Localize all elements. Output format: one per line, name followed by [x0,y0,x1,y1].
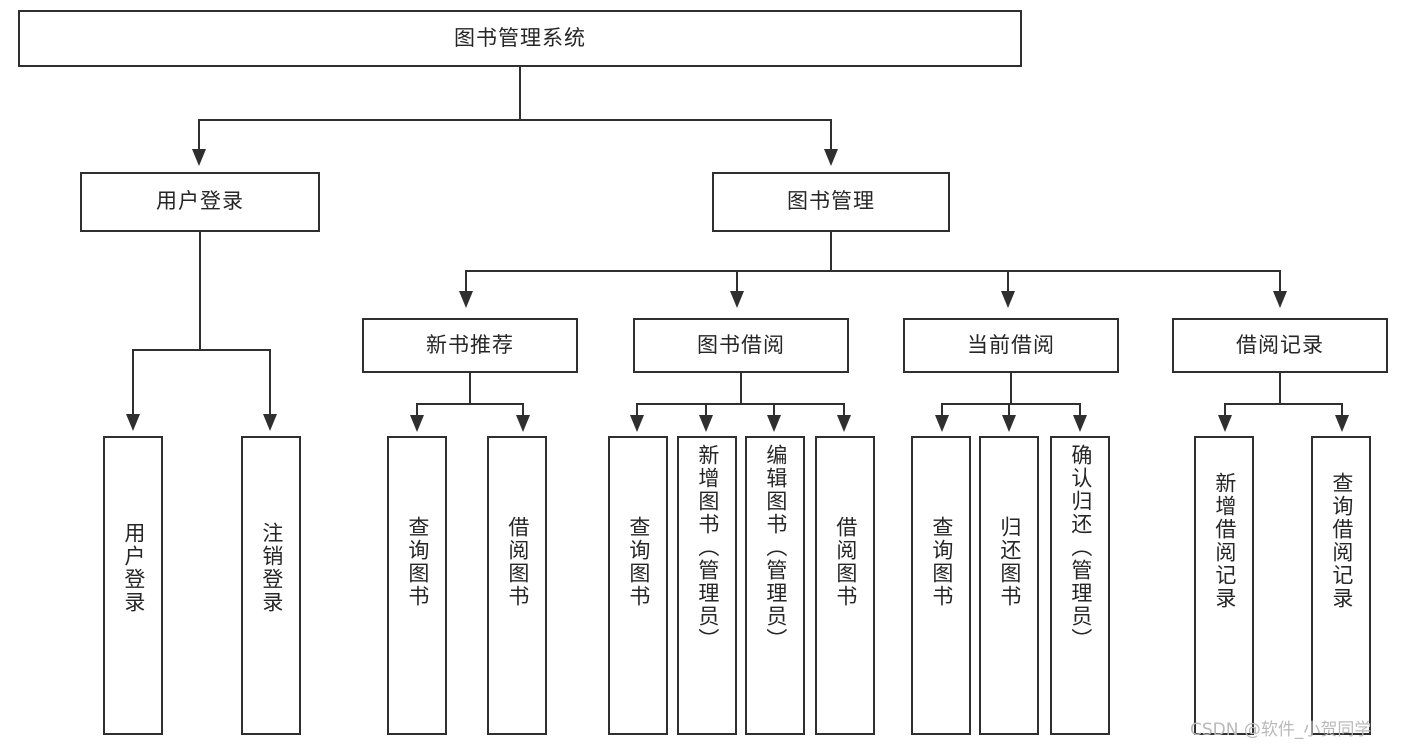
arrowhead-currentborrow-to-confirm [1073,415,1087,432]
arrowhead-bookmgmt-to-record [1273,291,1287,308]
node-label: 查询图书 [929,516,954,608]
leaf-newbook-borrow-book[interactable]: 借阅图书 [487,436,547,735]
connector-newbook-to-borrow [522,403,524,417]
arrowhead-bookmgmt-to-current [1001,291,1015,308]
node-label: 当前借阅 [967,332,1055,357]
arrowhead-currentborrow-to-return [1002,415,1016,432]
arrowhead-bookmgmt-to-newbook [459,291,473,308]
arrowhead-bookborrow-to-borrow [837,415,851,432]
node-borrow-record[interactable]: 借阅记录 [1172,318,1388,373]
connector-currentborrow-to-confirm [1079,403,1081,417]
node-book-management[interactable]: 图书管理 [712,172,950,232]
connector-newbook-to-query [416,403,418,417]
connector-borrowrecord-to-add [1224,403,1226,417]
connector-bookborrow-to-edit [773,403,775,417]
node-label: 图书管理系统 [454,25,586,50]
connector-borrowrecord-to-query [1341,403,1343,417]
leaf-currentborrow-confirm-return[interactable]: 确认归还（管理员） [1050,436,1110,735]
leaf-borrowrecord-add-record[interactable]: 新增借阅记录 [1194,436,1254,735]
node-label: 借阅记录 [1236,332,1324,357]
connector-bookborrow-to-add [705,403,707,417]
connector-bookborrow-to-query [636,403,638,417]
connector-userlogin-to-logout [269,349,271,415]
arrowhead-newbook-to-query [410,415,424,432]
connector-userlogin-stem [199,232,201,350]
arrowhead-root-to-bookmgmt [824,149,838,166]
connector-root-to-bookmgmt [830,119,832,151]
connector-bookmgmt-to-newbook [465,270,467,292]
connector-root-stem [519,67,521,120]
arrowhead-userlogin-to-login [126,414,140,431]
leaf-currentborrow-return-book[interactable]: 归还图书 [979,436,1039,735]
connector-newbook-bar [416,403,524,405]
node-user-login[interactable]: 用户登录 [80,172,320,232]
connector-newbook-stem [469,373,471,404]
node-label: 查询图书 [405,516,430,608]
arrowhead-bookborrow-to-query [630,415,644,432]
node-label: 图书管理 [787,189,875,214]
arrowhead-borrowrecord-to-add [1218,415,1232,432]
connector-bookmgmt-stem [830,232,832,271]
watermark-credit: CSDN @软件_小贺同学 [1190,720,1372,740]
node-new-book-recommend[interactable]: 新书推荐 [362,318,578,373]
connector-root-bar [198,119,832,121]
connector-currentborrow-stem [1010,373,1012,404]
connector-userlogin-bar [132,349,269,351]
connector-bookmgmt-to-borrow [736,270,738,292]
leaf-user-login[interactable]: 用户登录 [103,436,163,735]
connector-bookmgmt-to-record [1279,270,1281,292]
connector-bookmgmt-bar [465,270,1281,272]
node-root-system[interactable]: 图书管理系统 [18,10,1022,67]
connector-userlogin-to-login [132,349,134,415]
node-label: 查询图书 [626,516,651,608]
node-label: 确认归还（管理员） [1068,444,1093,651]
arrowhead-root-to-userlogin [192,149,206,166]
connector-currentborrow-to-query [941,403,943,417]
node-current-borrow[interactable]: 当前借阅 [903,318,1119,373]
arrowhead-bookmgmt-to-borrow [730,291,744,308]
node-label: 查询借阅记录 [1329,472,1354,610]
connector-bookborrow-stem [740,373,742,404]
arrowhead-newbook-to-borrow [516,415,530,432]
node-label: 借阅图书 [505,516,530,608]
connector-bookmgmt-to-current [1007,270,1009,292]
node-label: 用户登录 [121,522,146,614]
node-book-borrow[interactable]: 图书借阅 [633,318,849,373]
leaf-borrowrecord-query-record[interactable]: 查询借阅记录 [1311,436,1371,735]
node-label: 编辑图书（管理员） [763,444,788,651]
connector-root-to-userlogin [198,119,200,151]
node-label: 注销登录 [259,522,284,614]
leaf-user-logout[interactable]: 注销登录 [241,436,301,735]
arrowhead-bookborrow-to-edit [767,415,781,432]
leaf-bookborrow-borrow-book[interactable]: 借阅图书 [815,436,875,735]
leaf-currentborrow-query-book[interactable]: 查询图书 [911,436,971,735]
node-label: 归还图书 [997,516,1022,608]
leaf-bookborrow-add-book[interactable]: 新增图书（管理员） [677,436,737,735]
node-label: 借阅图书 [833,516,858,608]
arrowhead-userlogin-to-logout [263,414,277,431]
node-label: 用户登录 [156,189,244,214]
node-label: 新增借阅记录 [1212,472,1237,610]
arrowhead-currentborrow-to-query [935,415,949,432]
node-label: 新增图书（管理员） [695,444,720,651]
arrowhead-bookborrow-to-add [699,415,713,432]
connector-borrowrecord-bar [1224,403,1342,405]
leaf-bookborrow-edit-book[interactable]: 编辑图书（管理员） [745,436,805,735]
arrowhead-borrowrecord-to-query [1335,415,1349,432]
node-label: 图书借阅 [697,332,785,357]
leaf-newbook-query-book[interactable]: 查询图书 [387,436,447,735]
leaf-bookborrow-query-book[interactable]: 查询图书 [608,436,668,735]
connector-bookborrow-to-borrow [843,403,845,417]
connector-borrowrecord-stem [1279,373,1281,404]
connector-bookborrow-bar [636,403,845,405]
connector-currentborrow-to-return [1008,403,1010,417]
connector-currentborrow-bar [941,403,1081,405]
node-label: 新书推荐 [426,332,514,357]
